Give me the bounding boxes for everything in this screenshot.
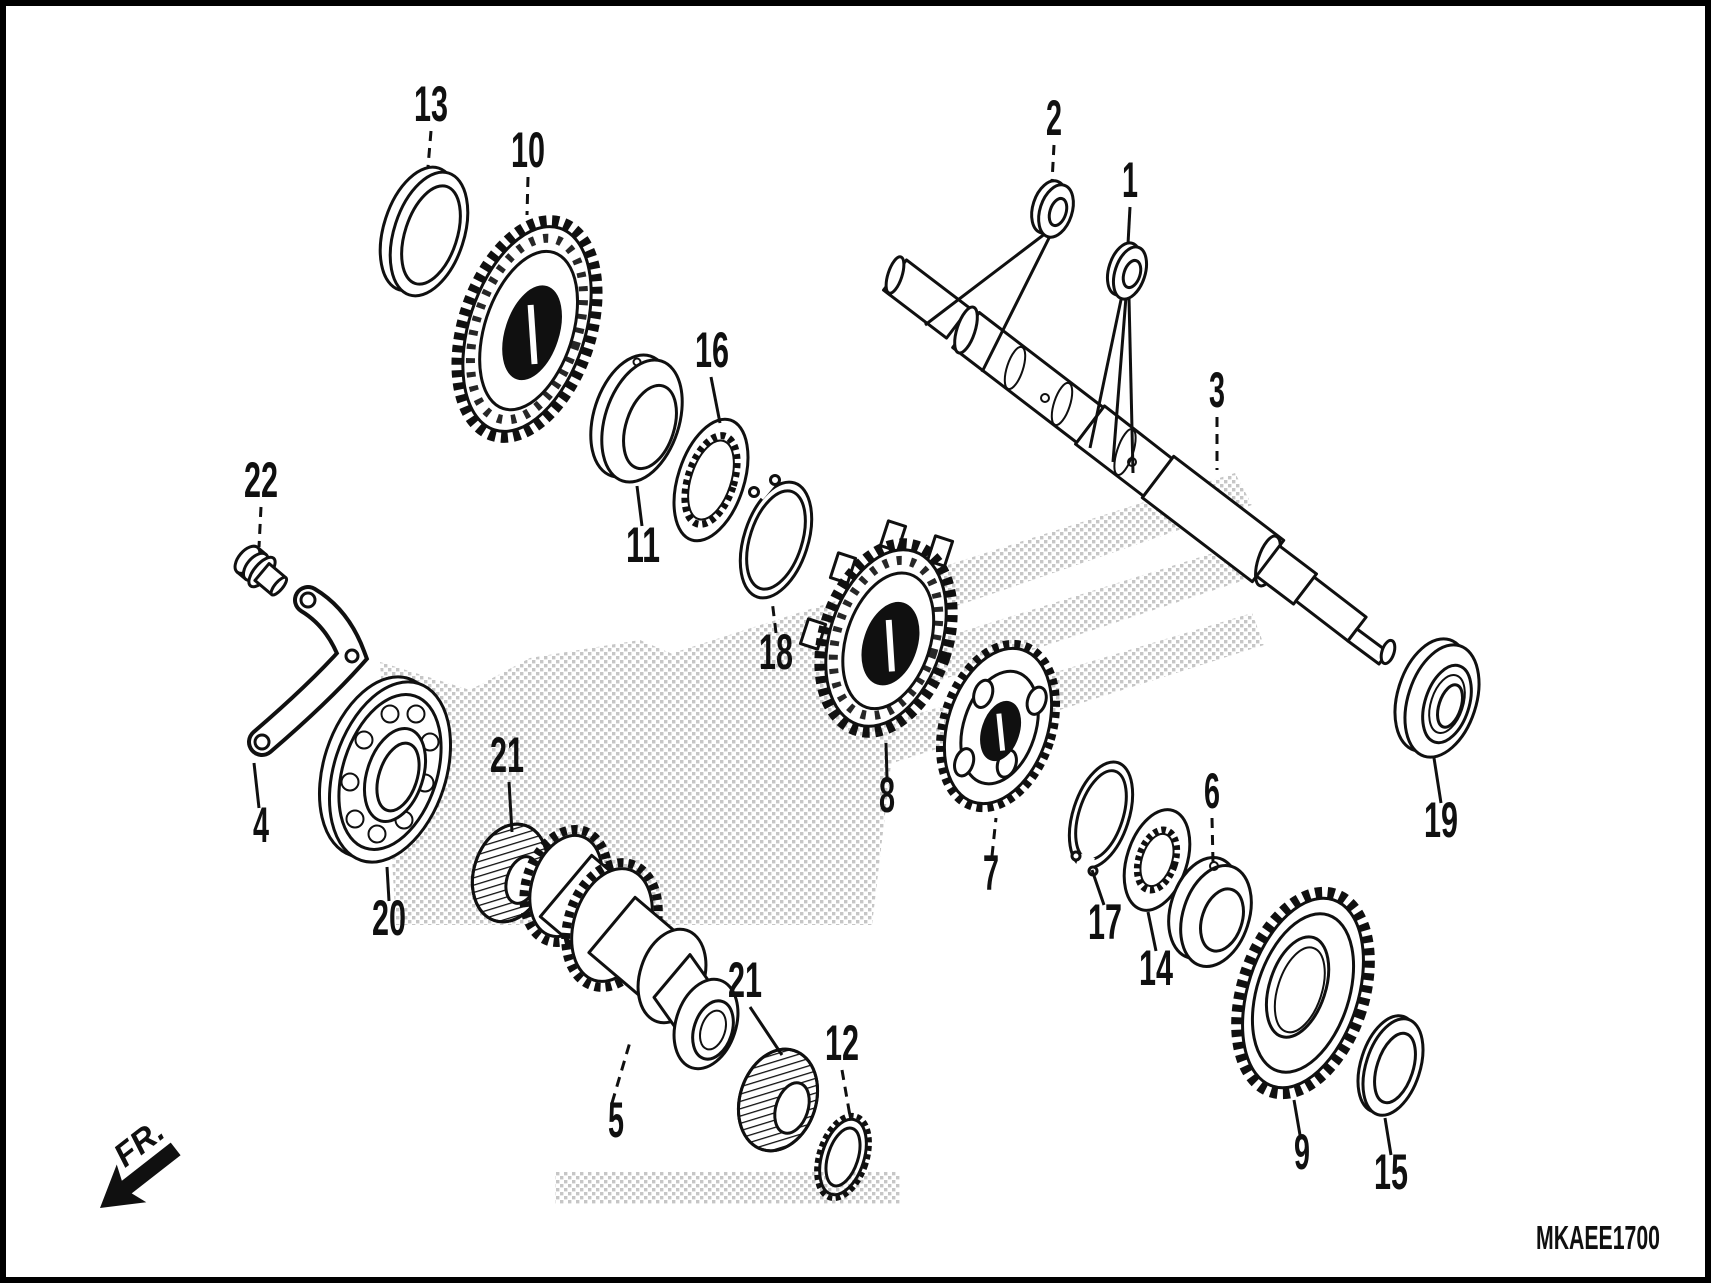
callout-leader: [1146, 911, 1158, 952]
callout-leader: [770, 599, 778, 634]
part-number-label: 3: [1209, 362, 1225, 418]
part-lock-washer-16: [672, 417, 750, 543]
part-snap-ring-17: [1067, 760, 1135, 881]
part-ball-bearing-20: [317, 675, 453, 864]
part-number-label: 6: [1204, 763, 1220, 819]
part-number-label: 1: [1122, 152, 1138, 208]
part-washer-13: [378, 165, 470, 298]
part-countershaft-5: [519, 824, 740, 1071]
diagram-code: MKAEE1700: [1536, 1219, 1660, 1256]
callout-leader: [709, 376, 722, 424]
part-setting-plate-4: [247, 585, 370, 757]
part-number-label: 2: [1046, 90, 1062, 146]
callout-leader: [884, 742, 889, 779]
part-number-label: 21: [490, 727, 524, 783]
part-ball-bearing-19: [1393, 637, 1481, 759]
part-number-label: 19: [1424, 792, 1458, 848]
callout-leader: [1383, 1117, 1393, 1156]
callout-leader: [257, 506, 263, 548]
part-washer-1: [1105, 241, 1149, 301]
part-number-label: 15: [1374, 1144, 1408, 1200]
part-number-label: 14: [1139, 940, 1173, 996]
part-snap-ring-18: [738, 466, 814, 600]
callout-leader: [252, 762, 261, 809]
part-gear-10: [451, 215, 603, 443]
part-number-label: 5: [608, 1092, 624, 1148]
part-number-label: 17: [1088, 894, 1122, 950]
part-gear-9: [1231, 886, 1375, 1100]
callout-leader: [426, 130, 433, 168]
part-gear-7: [935, 639, 1061, 813]
part-number-label: 8: [879, 767, 895, 823]
part-bolt-22: [233, 544, 289, 597]
callout-leader: [635, 485, 644, 527]
part-number-label: 4: [253, 797, 269, 853]
part-washer-2: [1030, 179, 1075, 239]
callout-leader: [525, 176, 530, 216]
part-snap-ring-12: [814, 1112, 872, 1202]
front-arrow-icon: [100, 1142, 181, 1208]
part-collar-11: [589, 353, 684, 484]
part-number-label: 12: [825, 1015, 859, 1071]
callout-leader: [507, 781, 514, 833]
callout-leader: [1050, 144, 1056, 183]
part-number-label: 7: [983, 845, 999, 901]
part-number-label: 18: [759, 624, 793, 680]
part-number-label: 11: [626, 517, 660, 573]
part-spline-washer-14: [1122, 808, 1192, 912]
part-number-label: 21: [728, 952, 762, 1008]
part-gear-8: [798, 519, 958, 738]
callout-leader: [1432, 757, 1443, 804]
part-washer-15: [1356, 1014, 1425, 1117]
callout-leader: [990, 817, 998, 857]
part-number-label: 13: [414, 76, 448, 132]
part-number-label: 22: [244, 452, 278, 508]
callouts: 13 10 2 1 3 16 11 18 22 4 20 21 8 7 17 1…: [244, 76, 1458, 1200]
callout-leader: [1090, 869, 1106, 906]
callout-leader: [1126, 206, 1132, 245]
part-number-label: 9: [1294, 1124, 1310, 1180]
callout-leader: [1292, 1099, 1302, 1136]
assembly-reference-lines: [924, 231, 1135, 474]
part-number-label: 16: [695, 322, 729, 378]
part-needle-bearing-21b: [736, 1047, 820, 1153]
callout-leader: [1210, 817, 1215, 863]
part-collar-6: [1167, 856, 1253, 968]
part-number-label: 20: [372, 890, 406, 946]
callout-leader: [610, 1041, 632, 1104]
callout-leader: [840, 1069, 852, 1117]
callout-leader: [385, 866, 391, 902]
part-mainshaft-3: [882, 255, 1397, 666]
callout-leader: [748, 1006, 784, 1056]
part-number-label: 10: [511, 122, 545, 178]
